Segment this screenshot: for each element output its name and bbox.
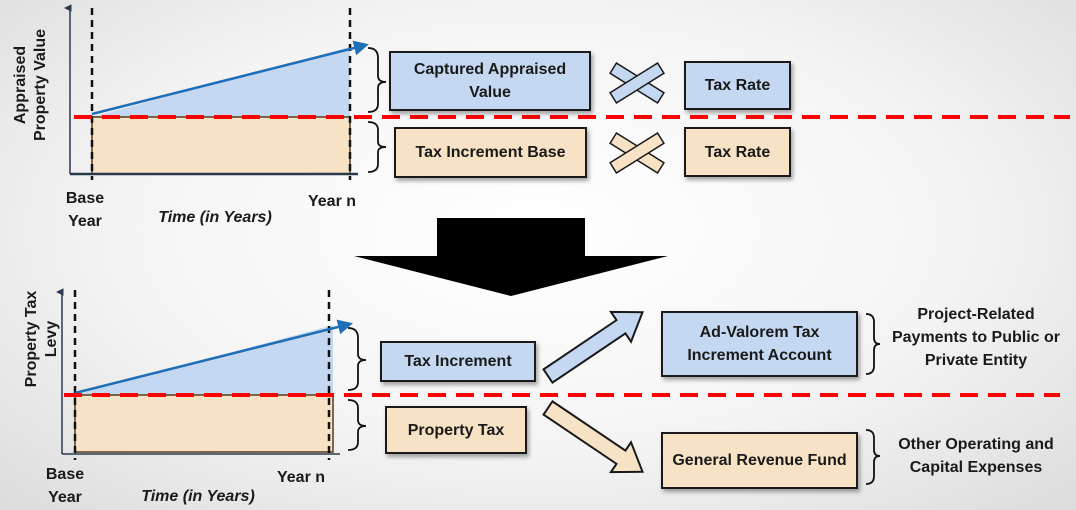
property-tax-box: Property Tax (385, 406, 527, 454)
fund-note-line1: Other Operating and (898, 436, 1054, 453)
top-year-n-label: Year n (307, 193, 357, 210)
top-chart (64, 4, 1070, 180)
bottom-lower-brace (347, 399, 367, 451)
top-y-axis-label-line2: Property Value (32, 28, 49, 142)
bottom-chart (56, 288, 1060, 460)
bottom-base-area (74, 394, 334, 453)
top-y-axis-label: Appraised Property Value (11, 20, 55, 150)
top-base-year-label-line1: Base (65, 190, 105, 207)
top-y-axis-label-line1: Appraised (12, 45, 29, 125)
bottom-growth-arrow (74, 319, 353, 395)
fund-note-line2: Capital Expenses (909, 459, 1043, 476)
bottom-y-axis-label: Property Tax Levy (22, 284, 62, 394)
top-x-axis-label: Time (in Years) (158, 209, 272, 226)
top-base-year-label: Base Year (60, 187, 110, 233)
multiply-icon (609, 132, 665, 174)
tax-increment-account-box: Ad-Valorem Tax Increment Account (661, 311, 858, 377)
bottom-x-axis-label: Time (in Years) (141, 488, 255, 505)
tax-increment-box: Tax Increment (380, 341, 536, 382)
top-growth-arrow (91, 40, 369, 116)
bottom-base-year-label-line2: Year (48, 489, 82, 506)
bottom-y-axis-label-line1: Property Tax (23, 290, 40, 388)
top-base-year-label-line2: Year (68, 213, 102, 230)
bottom-upper-brace (347, 327, 367, 391)
fund-note-brace (865, 429, 881, 485)
general-revenue-fund-box: General Revenue Fund (661, 432, 858, 489)
transition-arrow (354, 218, 668, 296)
bottom-base-year-label: Base Year (40, 463, 90, 509)
bottom-y-axis-label-line2: Levy (43, 320, 60, 358)
tax-rate-lower-box: Tax Rate (684, 127, 791, 177)
account-note: Project-Related Payments to Public or Pr… (878, 303, 1074, 372)
top-base-area (91, 116, 351, 175)
tax-increment-base-box: Tax Increment Base (394, 127, 587, 178)
account-note-line1: Project-Related (917, 306, 1035, 323)
top-upper-brace (367, 47, 387, 113)
account-note-line3: Private Entity (924, 352, 1028, 369)
bottom-base-year-label-line1: Base (45, 466, 85, 483)
multiply-icon (609, 62, 665, 104)
flow-arrow-to-account (542, 310, 644, 385)
fund-note: Other Operating and Capital Expenses (878, 433, 1074, 479)
tax-rate-upper-box: Tax Rate (684, 61, 791, 110)
account-note-line2: Payments to Public or (891, 329, 1061, 346)
top-lower-brace (367, 121, 387, 173)
bottom-year-n-label: Year n (276, 469, 326, 486)
captured-appraised-value-box: Captured Appraised Value (389, 51, 591, 111)
flow-arrow-to-fund (542, 399, 644, 474)
account-note-brace (865, 313, 881, 375)
